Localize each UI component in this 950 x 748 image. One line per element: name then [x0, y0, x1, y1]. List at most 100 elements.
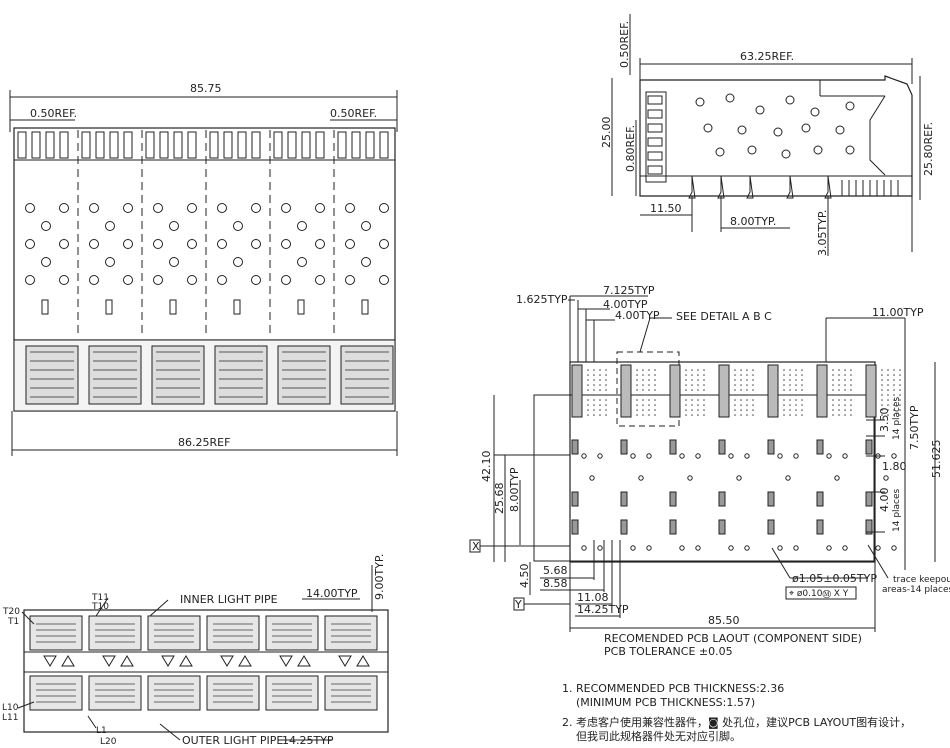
- side-hole: [747, 145, 757, 155]
- vent-hole: [217, 239, 227, 249]
- port: [340, 345, 394, 405]
- contact-pad: [571, 364, 583, 418]
- pad-dot: [587, 409, 589, 411]
- pad-dot: [899, 409, 901, 411]
- port: [151, 345, 205, 405]
- pad-dot: [844, 394, 846, 396]
- keepout-note-1: trace keepout: [893, 575, 950, 585]
- pad-dot: [636, 384, 638, 386]
- port: [25, 345, 79, 405]
- pcb-slot: [767, 491, 775, 507]
- pcb-hole: [630, 453, 636, 459]
- side-length: 63.25REF.: [740, 50, 794, 63]
- stacked-cage-outline: [23, 609, 389, 733]
- pcb-hole: [744, 453, 750, 459]
- pad-dot: [599, 399, 601, 401]
- pcb-hole: [638, 475, 644, 481]
- pad-dot: [605, 399, 607, 401]
- pcb-hole: [875, 545, 881, 551]
- pad-dot: [691, 379, 693, 381]
- pad-dot: [740, 394, 742, 396]
- port: [88, 345, 142, 405]
- pad-dot: [789, 414, 791, 416]
- pad-dot: [605, 414, 607, 416]
- pad-dot: [801, 394, 803, 396]
- pad-dot: [703, 404, 705, 406]
- pad-dot: [587, 394, 589, 396]
- vent-hole: [105, 257, 115, 267]
- pad-dot: [801, 389, 803, 391]
- pad-dot: [746, 384, 748, 386]
- vent-hole: [169, 257, 179, 267]
- label-l10: L10: [2, 703, 19, 713]
- inner-light-pipe-label: INNER LIGHT PIPE: [180, 593, 278, 606]
- pad-dot: [599, 389, 601, 391]
- slot: [105, 299, 113, 315]
- pcb-hole: [679, 453, 685, 459]
- side-hole: [785, 95, 795, 105]
- pad-dot: [648, 404, 650, 406]
- pad-dot: [893, 379, 895, 381]
- side-hole: [737, 125, 747, 135]
- vent-hole: [25, 239, 35, 249]
- pcb-slot: [865, 519, 873, 535]
- bottom-dim-900: 9.00TYP.: [373, 554, 386, 600]
- vent-hole: [153, 203, 163, 213]
- pcb-hole: [744, 545, 750, 551]
- slot: [361, 299, 369, 315]
- pad-dot: [599, 379, 601, 381]
- pad-dot: [832, 414, 834, 416]
- side-hole: [813, 145, 823, 155]
- vent-hole: [233, 221, 243, 231]
- pad-dot: [893, 409, 895, 411]
- pad-dot: [850, 399, 852, 401]
- pad-dot: [752, 384, 754, 386]
- pad-dot: [783, 414, 785, 416]
- pad-dot: [636, 379, 638, 381]
- pad-dot: [599, 369, 601, 371]
- pcb-slot: [571, 519, 579, 535]
- stacked-port: [88, 675, 142, 711]
- tab: [145, 131, 155, 159]
- vent-hole: [315, 203, 325, 213]
- pcb-dim-400b: 4.00TYP: [615, 309, 660, 322]
- pad-dot: [746, 369, 748, 371]
- pad-dot: [587, 374, 589, 376]
- slot: [297, 299, 305, 315]
- pad-dot: [593, 369, 595, 371]
- pad-dot: [599, 384, 601, 386]
- pad-dot: [789, 404, 791, 406]
- pad-dot: [636, 399, 638, 401]
- pad-dot: [605, 374, 607, 376]
- pad-dot: [832, 374, 834, 376]
- pad-dot: [746, 389, 748, 391]
- side-left-ref: 0.80REF.: [624, 125, 637, 172]
- pad-dot: [697, 379, 699, 381]
- port: [277, 345, 331, 405]
- pad-dot: [654, 384, 656, 386]
- vent-hole: [281, 203, 291, 213]
- pad-dot: [795, 399, 797, 401]
- pin: [746, 175, 754, 199]
- pad-dot: [838, 399, 840, 401]
- pad-dot: [642, 414, 644, 416]
- pcb-dim-1108: 11.08: [577, 591, 609, 604]
- pad-dot: [605, 369, 607, 371]
- pad-dot: [752, 369, 754, 371]
- pad-dot: [832, 389, 834, 391]
- pad-dot: [642, 394, 644, 396]
- bottom-dim-1400: 14.00TYP: [306, 587, 358, 600]
- pad-dot: [703, 374, 705, 376]
- pcb-dim-2568: 25.68: [493, 483, 506, 515]
- stacked-ports: [29, 615, 378, 711]
- light-pipe-triangle: [102, 655, 134, 667]
- pcb-hole: [687, 475, 693, 481]
- side-hole: [695, 97, 705, 107]
- latch: [647, 123, 663, 133]
- pcb-dim-7125: 7.125TYP: [603, 284, 655, 297]
- pad-dot: [654, 399, 656, 401]
- label-t10: T10: [91, 602, 109, 612]
- pad-dot: [746, 379, 748, 381]
- pad-dot: [801, 399, 803, 401]
- pad-dot: [691, 399, 693, 401]
